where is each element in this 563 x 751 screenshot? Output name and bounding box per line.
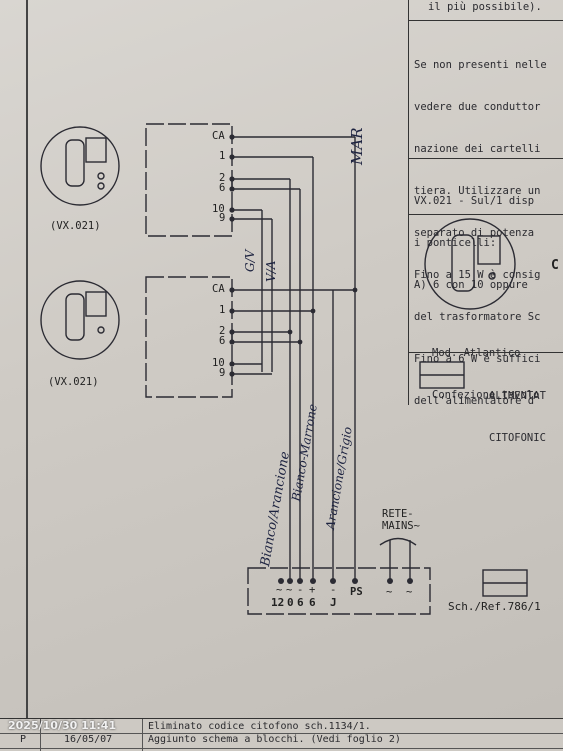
- phone-receiver-icon: [65, 137, 107, 190]
- timestamp-watermark: 2025/10/30 11:41: [8, 719, 117, 732]
- psu-terminal-symbol: ~: [386, 586, 393, 598]
- terminal-label: 6: [219, 335, 226, 347]
- psu-terminal-number: 6: [297, 596, 304, 609]
- psu-terminal-symbol: +: [309, 584, 316, 596]
- divider: [408, 158, 563, 160]
- table-row: P 16/05/07 Aggiunto schema a blocchi. (V…: [0, 734, 563, 749]
- terminal-label: 1: [219, 150, 226, 162]
- vx-note: VX.021 - Sul/1 disp i ponticelli: A) 6 c…: [414, 195, 535, 291]
- power-supply-box: [247, 567, 431, 615]
- table-row: Eliminato codice citofono sch.1134/1.: [0, 719, 563, 734]
- handset-model-label: (VX.021): [48, 376, 99, 388]
- terminal-label: 1: [219, 304, 226, 316]
- page-left-border: [26, 0, 28, 720]
- terminal-label: CA: [212, 130, 225, 142]
- terminal-label: 2: [219, 325, 226, 337]
- terminal-label: 6: [219, 182, 226, 194]
- psu-terminal-number: 6: [309, 596, 316, 609]
- psu-terminal-symbol: ~: [286, 584, 293, 596]
- model-text: Mod. Atlantico Confezione tavolo: [432, 347, 540, 401]
- psu-terminal-symbol: ~: [276, 584, 283, 596]
- terminal-label: 2: [219, 172, 226, 184]
- divider: [408, 214, 563, 216]
- divider: [408, 352, 563, 354]
- handset-model-label: (VX.021): [50, 220, 101, 232]
- terminal-label: 10: [212, 203, 225, 215]
- psu-terminal-number: 0: [287, 596, 294, 609]
- revision-table: Eliminato codice citofono sch.1134/1. P …: [0, 718, 563, 751]
- handset-icon: [40, 280, 120, 360]
- model-letter: C: [551, 258, 559, 273]
- mains-label: RETE- MAINS~: [382, 508, 420, 532]
- notes-paragraph: Se non presenti nelle vedere due condutt…: [414, 59, 547, 407]
- divider: [408, 20, 563, 22]
- handset-icon: [40, 126, 120, 206]
- psu-terminal-symbol: -: [330, 584, 337, 596]
- psu-terminal-number: 12: [271, 596, 285, 609]
- terminal-label: CA: [212, 283, 225, 295]
- phone-receiver-icon: [65, 291, 107, 341]
- phone-receiver-icon: [451, 234, 501, 292]
- handwritten-va: V/A: [264, 260, 278, 282]
- psu-terminal-symbol: -: [297, 584, 304, 596]
- top-note: il più possibile).: [428, 1, 542, 13]
- handset-icon: [424, 218, 516, 310]
- handwritten-gv: G/V: [243, 249, 257, 272]
- psu-terminal-symbol: PS: [350, 586, 363, 598]
- info-panel-frame: [408, 0, 563, 405]
- psu-terminal-number: J: [330, 596, 337, 609]
- handwritten-mar: MAR: [348, 127, 366, 166]
- terminal-label: 9: [219, 212, 226, 224]
- terminal-label: 9: [219, 367, 226, 379]
- terminal-label: 10: [212, 357, 225, 369]
- alimentatore-label: ALIMENTAT CITOFONIC: [489, 390, 546, 444]
- schema-reference: Sch./Ref.786/1: [448, 600, 541, 613]
- wiring-diagram: [40, 123, 528, 615]
- psu-terminal-symbol: ~: [406, 586, 413, 598]
